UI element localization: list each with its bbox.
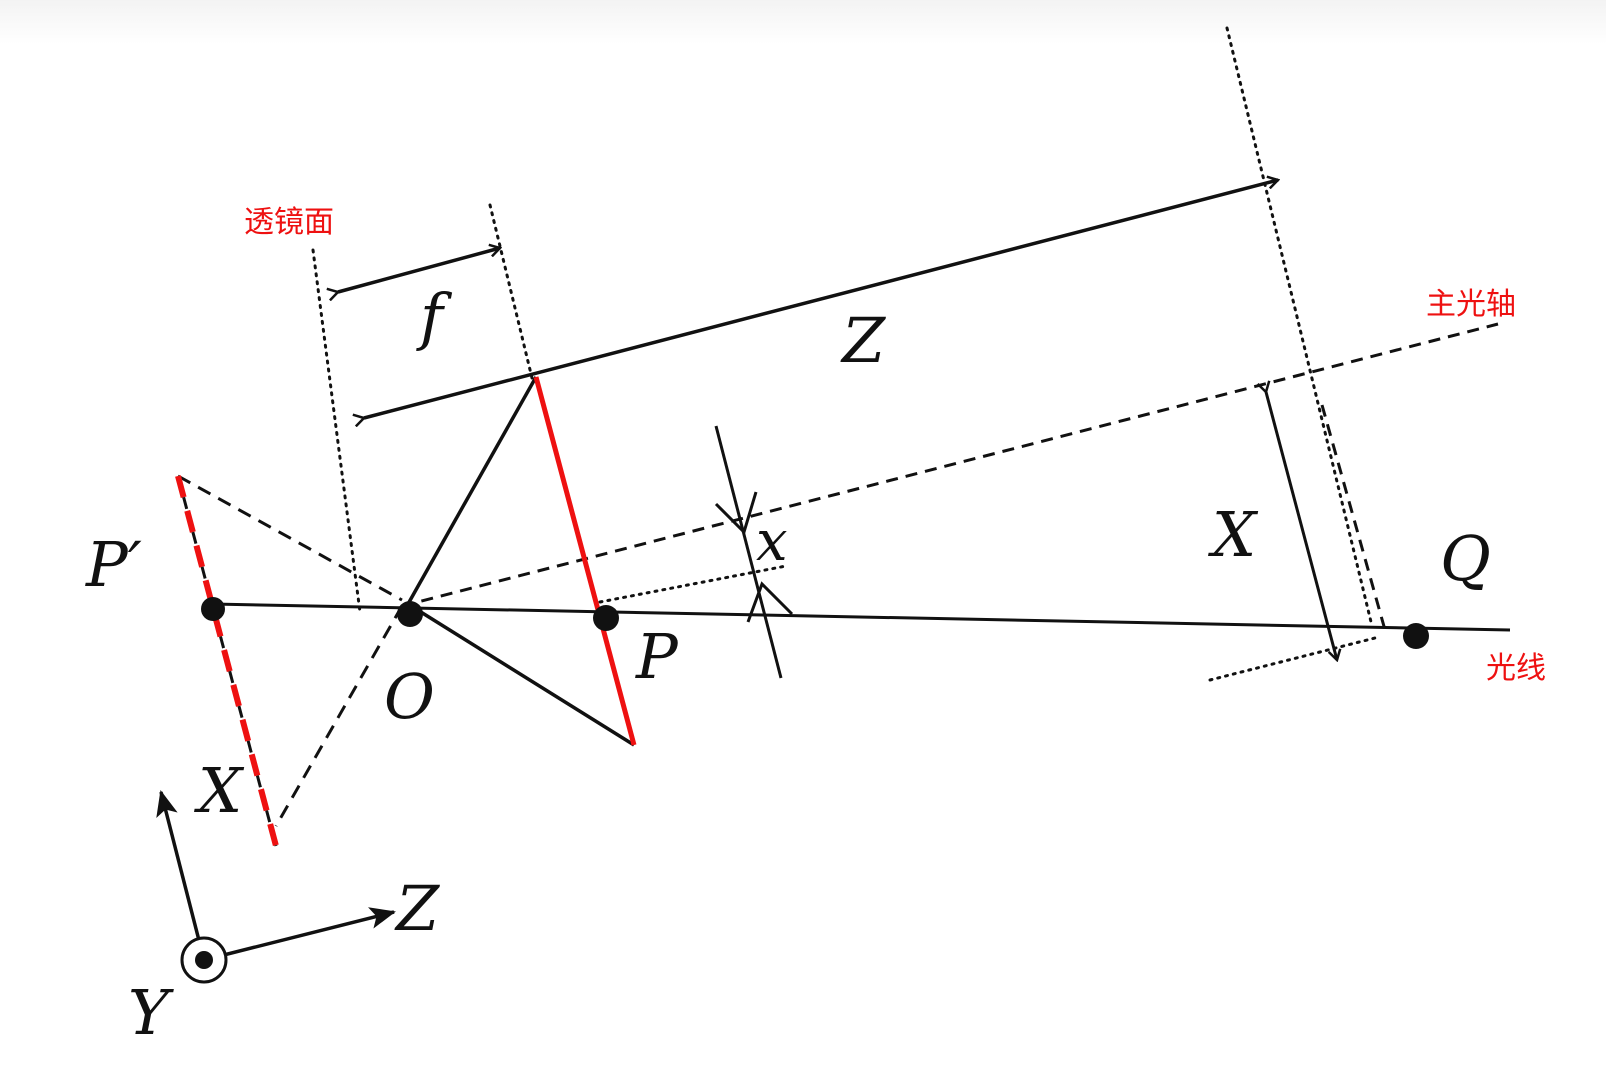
label-light-ray: 光线 — [1486, 651, 1546, 686]
label-f: f — [416, 280, 453, 353]
point-q-dot — [1403, 623, 1429, 649]
label-axis-z: Z — [394, 872, 440, 945]
focal-length-arrow — [338, 248, 500, 292]
axis-z-arrow — [203, 907, 396, 962]
image-offset-tick-line — [714, 425, 783, 679]
label-p: P — [635, 620, 679, 693]
ray-to-image-top — [406, 376, 538, 605]
axis-y-dot — [195, 951, 213, 969]
image-offset-dotted — [598, 564, 788, 604]
axis-x-arrow — [156, 790, 206, 961]
label-x-mirror: X — [194, 754, 245, 827]
image-offset-arrowhead-bottom — [746, 581, 794, 623]
object-plane-dotted-line — [1225, 26, 1374, 628]
point-p-prime-dot — [201, 597, 225, 621]
image-plane-dotted-line — [488, 203, 534, 380]
top-band — [0, 0, 1606, 44]
object-offset-dotted — [1208, 636, 1377, 682]
label-lens-plane: 透镜面 — [244, 205, 334, 240]
label-p-prime: P′ — [85, 528, 142, 601]
ray-to-image-bottom — [407, 602, 635, 747]
virtual-ray-bottom — [274, 605, 404, 827]
virtual-plane-black-dash — [176, 475, 278, 847]
label-o: O — [384, 660, 435, 733]
label-x-object: X — [1208, 498, 1259, 571]
label-q: Q — [1440, 522, 1491, 595]
label-principal-axis: 主光轴 — [1426, 287, 1516, 322]
virtual-plane-red — [175, 475, 279, 847]
label-z-distance: Z — [840, 304, 886, 377]
image-plane-red — [533, 376, 637, 746]
label-x-image: x — [756, 509, 788, 574]
point-o-dot — [397, 601, 423, 627]
object-height-arrow — [1266, 392, 1337, 660]
image-offset-arrowhead-top — [714, 491, 758, 535]
virtual-ray-top — [177, 474, 403, 602]
label-axis-y: Y — [128, 976, 174, 1049]
lens-plane-dotted-line — [311, 248, 362, 614]
object-plane-dashed-drop — [1320, 404, 1387, 631]
point-p-dot — [593, 605, 619, 631]
depth-distance-arrow — [364, 180, 1278, 418]
